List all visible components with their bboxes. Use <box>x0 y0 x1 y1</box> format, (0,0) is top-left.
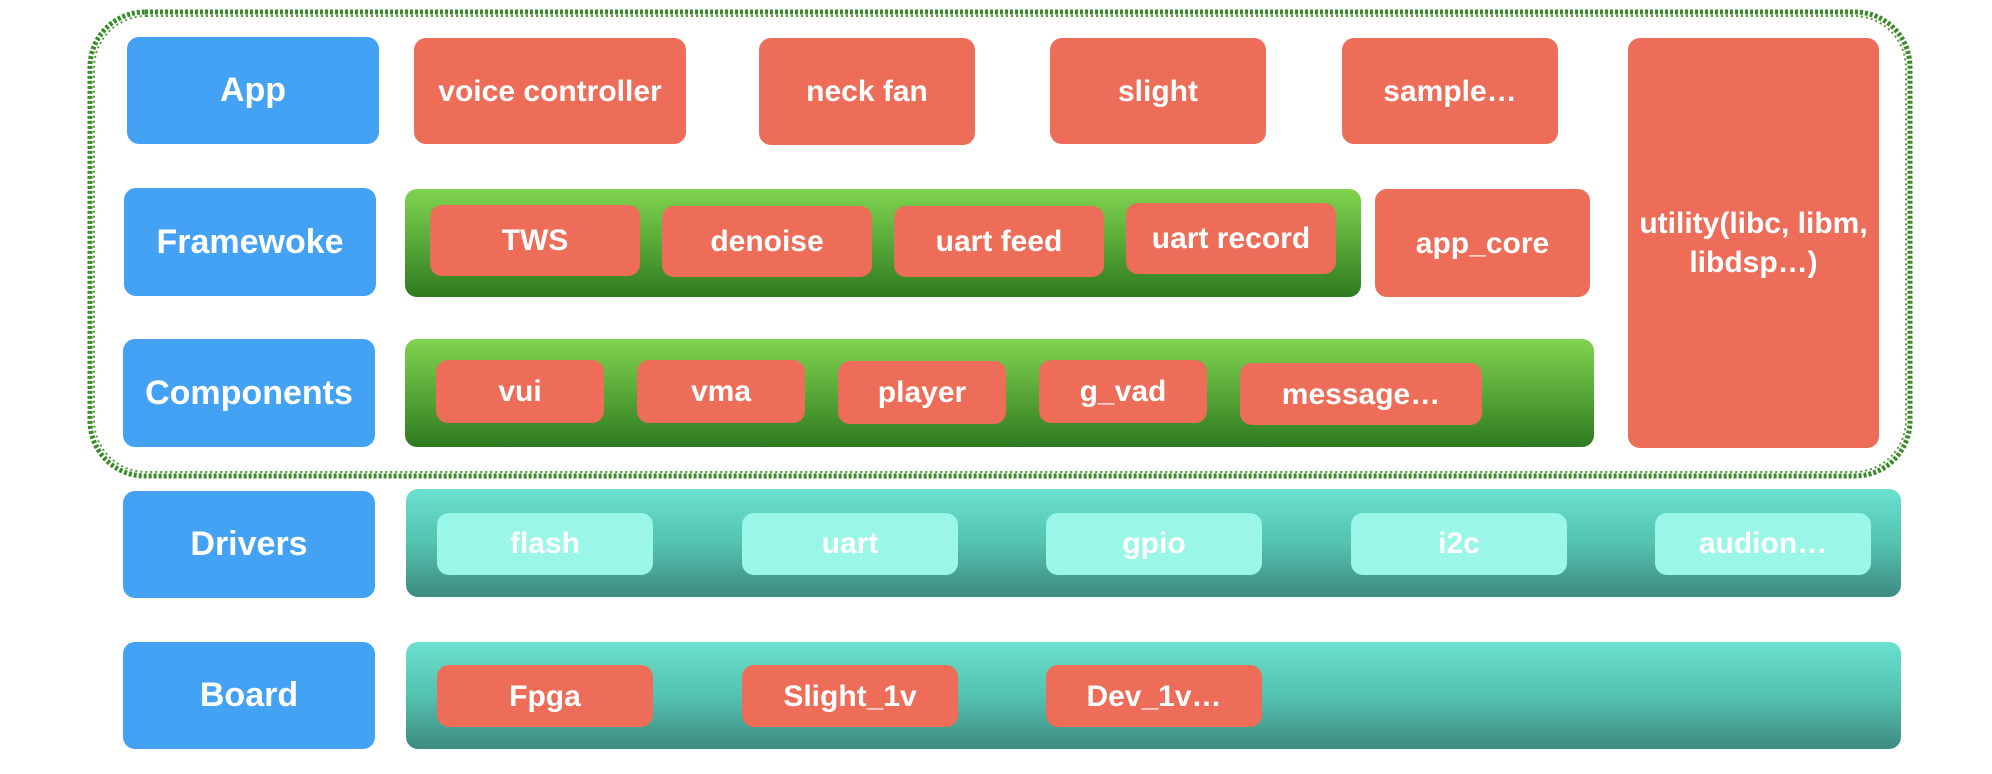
driver-module-gpio: gpio <box>1046 513 1262 575</box>
utility-block: utility(libc, libm, libdsp…) <box>1628 38 1879 448</box>
component-module-message: message… <box>1240 363 1482 425</box>
layer-components: Components <box>123 339 375 447</box>
app-module-voice-controller: voice controller <box>414 38 686 144</box>
framework-module-tws: TWS <box>430 205 640 276</box>
driver-module-flash: flash <box>437 513 653 575</box>
driver-module-i2c: i2c <box>1351 513 1567 575</box>
component-module-player: player <box>838 361 1006 424</box>
layer-framework: Framewoke <box>124 188 376 296</box>
app-module-slight: slight <box>1050 38 1266 144</box>
framework-app-core: app_core <box>1375 189 1590 297</box>
framework-module-denoise: denoise <box>662 206 872 277</box>
framework-module-uart-feed: uart feed <box>894 206 1104 277</box>
app-module-neck-fan: neck fan <box>759 38 975 145</box>
component-module-vui: vui <box>436 360 604 423</box>
framework-module-uart-record: uart record <box>1126 203 1336 274</box>
layer-app: App <box>127 37 379 144</box>
driver-module-audion: audion… <box>1655 513 1871 575</box>
app-module-sample: sample… <box>1342 38 1558 144</box>
board-module-fpga: Fpga <box>437 665 653 727</box>
board-module-dev-1v: Dev_1v… <box>1046 665 1262 727</box>
layer-drivers: Drivers <box>123 491 375 598</box>
component-module-g-vad: g_vad <box>1039 360 1207 423</box>
layer-board: Board <box>123 642 375 749</box>
component-module-vma: vma <box>637 360 805 423</box>
board-module-slight-1v: Slight_1v <box>742 665 958 727</box>
driver-module-uart: uart <box>742 513 958 575</box>
